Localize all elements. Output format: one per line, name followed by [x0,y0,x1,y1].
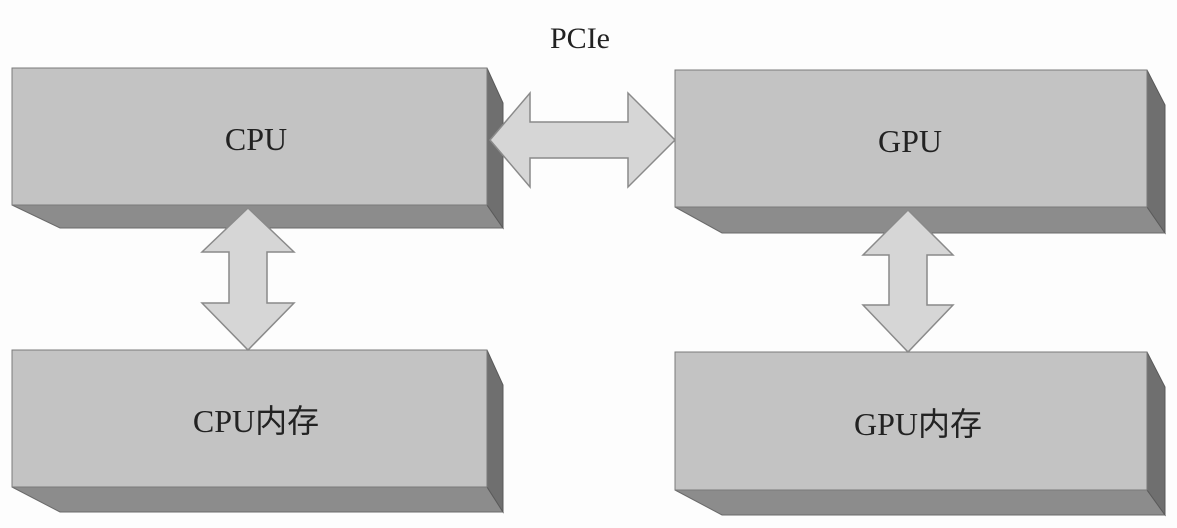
gpu-memory-box: GPU内存 [674,351,1166,517]
gpu-label: GPU [878,123,942,159]
gpu-box: GPU [674,69,1166,235]
gpu-memory-label: GPU内存 [854,406,982,442]
pcie-bidirectional-arrow [489,90,677,190]
cpu-label: CPU [225,121,287,157]
pcie-label: PCIe [550,22,610,55]
cpu-memory-bidirectional-arrow [200,206,296,352]
cpu-memory-box: CPU内存 [11,349,504,514]
cpu-box: CPU [11,67,504,230]
gpu-memory-bidirectional-arrow [861,208,955,354]
cpu-memory-label: CPU内存 [193,403,319,439]
